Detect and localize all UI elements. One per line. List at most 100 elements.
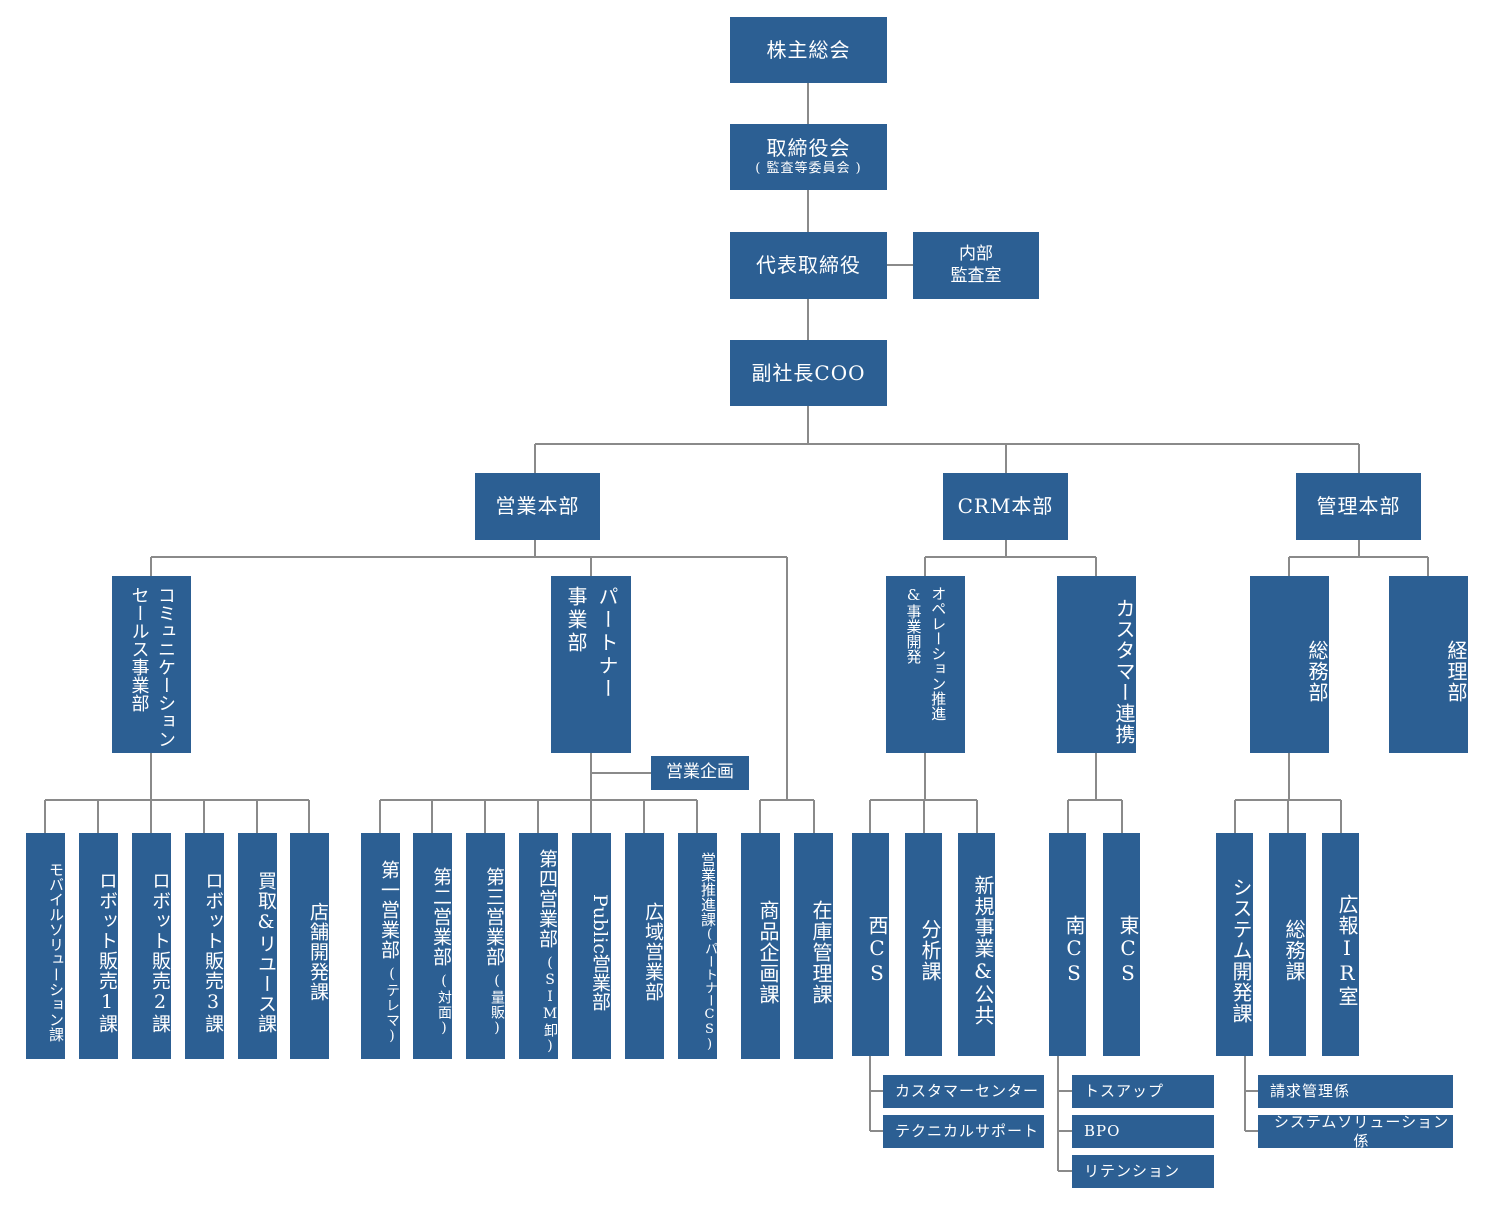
partner-section-label: 第二営業部 — [430, 867, 452, 967]
west-cs-unit-label: テクニカルサポート — [895, 1122, 1040, 1141]
admin-section-box: システム開発課 — [1216, 833, 1253, 1056]
cust-dept-label: カスタマー連携 — [1112, 598, 1136, 745]
admin-section-box: 広報IR室 — [1322, 833, 1359, 1056]
sales-division-box: 営業本部 — [475, 473, 600, 540]
comm-section-box: ロボット販売2課 — [132, 833, 171, 1059]
crm-section-label: 新規事業&公共 — [971, 875, 995, 1026]
admin-division-box: 管理本部 — [1296, 473, 1421, 540]
ops-dept-label-col2: &事業開発 — [904, 586, 923, 664]
crm-section-box: 西CS — [852, 833, 889, 1056]
south-cs-unit-label: BPO — [1084, 1122, 1121, 1141]
system-dev-unit-box: システムソリューション係 — [1258, 1112, 1453, 1150]
partner-section-sublabel: (パートナーCS) — [702, 927, 717, 1052]
partner-section-box: Public営業部 — [572, 833, 611, 1059]
partner-section-label: 広域営業部 — [642, 902, 664, 1002]
south-cs-unit-box: トスアップ — [1072, 1075, 1214, 1108]
partner-section-box: 広域営業部 — [625, 833, 664, 1059]
south-cs-unit-label: トスアップ — [1084, 1082, 1165, 1101]
direct-section-box: 在庫管理課 — [794, 833, 833, 1059]
shareholders-meeting-label: 株主総会 — [766, 37, 851, 62]
system-dev-unit-label: システムソリューション係 — [1273, 1112, 1450, 1150]
partner-section-label: 営業推進課 — [699, 852, 717, 927]
comm-dept-label-col1: コミュニケーション — [155, 586, 176, 748]
crm-section-box: 東CS — [1103, 833, 1140, 1056]
partner-section-sublabel: (量販) — [489, 973, 505, 1037]
comm-section-box: モバイルソリューション課 — [26, 833, 65, 1059]
internal-audit-box: 内部 監査室 — [913, 232, 1039, 299]
sales-division-label: 営業本部 — [495, 494, 580, 518]
west-cs-unit-label: カスタマーセンター — [895, 1082, 1040, 1101]
system-dev-unit-box: 請求管理係 — [1258, 1075, 1453, 1108]
general-dept-label: 総務部 — [1305, 640, 1329, 703]
comm-section-box: 買取&リユース課 — [238, 833, 277, 1059]
comm-section-box: ロボット販売3課 — [185, 833, 224, 1059]
partner-section-box: 第三営業部 (量販) — [466, 833, 505, 1059]
comm-section-label: モバイルソリューション課 — [47, 862, 65, 1042]
crm-section-box: 分析課 — [905, 833, 942, 1056]
comm-section-label: 買取&リユース課 — [255, 870, 277, 1034]
accounting-dept-label: 経理部 — [1444, 640, 1468, 703]
comm-section-label: ロボット販売2課 — [149, 870, 171, 1034]
crm-section-label: 西CS — [865, 915, 889, 986]
partner-section-label: 第三営業部 — [483, 867, 505, 967]
direct-section-label: 在庫管理課 — [809, 899, 833, 1005]
representative-director-box: 代表取締役 — [730, 232, 887, 299]
admin-section-label: システム開発課 — [1229, 877, 1253, 1024]
crm-section-label: 東CS — [1116, 915, 1140, 986]
audit-label-line1: 内部 — [959, 244, 993, 265]
partner-section-box: 第二営業部 (対面) — [413, 833, 452, 1059]
partner-section-label: 第一営業部 — [378, 859, 400, 960]
partner-dept-label-col2: 事業部 — [564, 586, 588, 655]
south-cs-unit-label: リテンション — [1084, 1162, 1181, 1181]
admin-division-label: 管理本部 — [1316, 494, 1401, 518]
coo-label: 副社長COO — [751, 360, 866, 385]
south-cs-unit-box: リテンション — [1072, 1155, 1214, 1188]
shareholders-meeting-box: 株主総会 — [730, 17, 887, 83]
crm-section-label: 南CS — [1062, 915, 1086, 986]
comm-section-label: ロボット販売3課 — [202, 870, 224, 1034]
accounting-dept-box: 経理部 — [1389, 576, 1468, 753]
partner-section-sublabel: (対面) — [436, 973, 452, 1037]
comm-section-box: 店舗開発課 — [290, 833, 329, 1059]
admin-section-box: 総務課 — [1269, 833, 1306, 1056]
board-of-directors-box: 取締役会 ( 監査等委員会 ) — [730, 124, 887, 190]
sales-planning-box: 営業企画 — [651, 756, 749, 790]
partner-section-box: 営業推進課(パートナーCS) — [678, 833, 717, 1059]
comm-dept-label-col2: セールス事業部 — [128, 586, 150, 712]
partner-section-box: 第四営業部 (SIM卸) — [519, 833, 558, 1059]
admin-section-label: 広報IR室 — [1335, 894, 1359, 1007]
crm-section-box: 南CS — [1049, 833, 1086, 1056]
crm-section-box: 新規事業&公共 — [958, 833, 995, 1056]
partner-dept-label-col1: パートナー — [595, 586, 619, 701]
communication-sales-dept-box: コミュニケーション セールス事業部 — [112, 576, 191, 753]
coo-box: 副社長COO — [730, 340, 887, 406]
comm-section-label: 店舗開発課 — [307, 902, 329, 1002]
partner-section-label: 第四営業部 — [536, 849, 558, 949]
sales-planning-label: 営業企画 — [666, 762, 734, 783]
ops-dept-label-col1: オペレーション推進 — [929, 586, 948, 721]
customer-relations-dept-box: カスタマー連携 — [1057, 576, 1136, 753]
crm-section-label: 分析課 — [918, 919, 942, 982]
crm-division-box: CRM本部 — [943, 473, 1068, 540]
direct-section-box: 商品企画課 — [741, 833, 780, 1059]
partner-dept-box: パートナー 事業部 — [551, 576, 631, 753]
system-dev-unit-label: 請求管理係 — [1270, 1082, 1351, 1101]
admin-section-label: 総務課 — [1282, 919, 1306, 982]
general-affairs-dept-box: 総務部 — [1250, 576, 1329, 753]
comm-section-box: ロボット販売1課 — [79, 833, 118, 1059]
crm-division-label: CRM本部 — [957, 494, 1054, 518]
west-cs-unit-box: カスタマーセンター — [883, 1075, 1044, 1108]
partner-section-label: Public営業部 — [589, 893, 611, 1011]
west-cs-unit-box: テクニカルサポート — [883, 1115, 1044, 1148]
partner-section-sublabel: (テレマ) — [384, 965, 400, 1045]
partner-section-box: 第一営業部 (テレマ) — [361, 833, 400, 1059]
ceo-label: 代表取締役 — [756, 253, 861, 277]
operations-dept-box: オペレーション推進 &事業開発 — [886, 576, 965, 753]
partner-section-sublabel: (SIM卸) — [542, 955, 558, 1055]
direct-section-label: 商品企画課 — [756, 899, 780, 1005]
south-cs-unit-box: BPO — [1072, 1115, 1214, 1148]
comm-section-label: ロボット販売1課 — [96, 870, 118, 1034]
audit-label-line2: 監査室 — [950, 265, 1002, 286]
board-label: 取締役会 — [766, 136, 851, 161]
